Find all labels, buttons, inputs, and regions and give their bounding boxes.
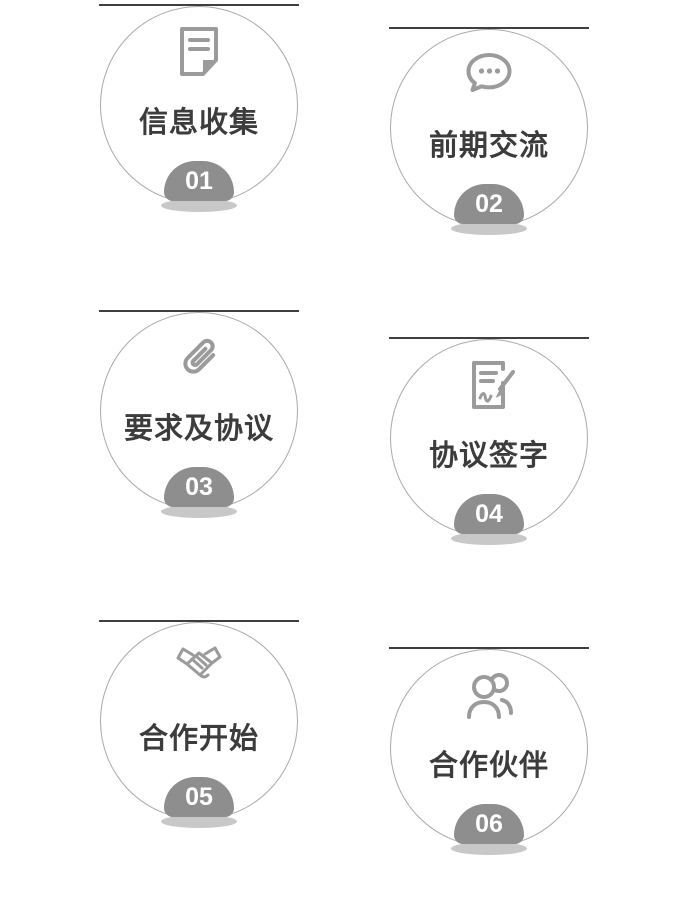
step-number-badge: 04 (454, 494, 524, 534)
badge-shadow (451, 842, 527, 855)
step-02: 前期交流 02 (389, 27, 589, 241)
step-01: 信息收集 01 (99, 4, 299, 218)
step-divider-line (389, 647, 589, 649)
step-number-badge: 01 (164, 161, 234, 201)
step-label: 协议签字 (428, 440, 549, 472)
chat-bubble-icon (457, 43, 521, 107)
step-03: 要求及协议 03 (99, 310, 299, 524)
badge-shadow (451, 532, 527, 545)
badge-shadow (451, 222, 527, 235)
paperclip-icon (167, 326, 231, 390)
step-number-badge: 02 (454, 184, 524, 224)
step-circle: 合作伙伴 06 (390, 649, 588, 855)
handshake-icon (167, 636, 231, 700)
step-divider-line (99, 4, 299, 6)
step-divider-line (99, 620, 299, 622)
step-divider-line (389, 337, 589, 339)
step-divider-line (99, 310, 299, 312)
step-label: 合作开始 (138, 723, 259, 755)
step-05: 合作开始 05 (99, 620, 299, 834)
badge-shadow (161, 815, 237, 828)
step-circle: 要求及协议 03 (100, 312, 298, 518)
step-circle: 协议签字 04 (390, 339, 588, 545)
partners-icon (457, 663, 521, 727)
step-circle: 信息收集 01 (100, 6, 298, 212)
signature-pen-icon (457, 353, 521, 417)
step-label: 要求及协议 (123, 413, 274, 445)
step-label: 合作伙伴 (428, 750, 549, 782)
step-number-badge: 03 (164, 467, 234, 507)
step-number-badge: 05 (164, 777, 234, 817)
step-04: 协议签字 04 (389, 337, 589, 551)
step-06: 合作伙伴 06 (389, 647, 589, 861)
badge-shadow (161, 199, 237, 212)
badge-shadow (161, 505, 237, 518)
step-divider-line (389, 27, 589, 29)
step-label: 前期交流 (428, 130, 549, 162)
step-label: 信息收集 (138, 107, 259, 139)
step-circle: 前期交流 02 (390, 29, 588, 235)
document-icon (167, 20, 231, 84)
step-number-badge: 06 (454, 804, 524, 844)
step-circle: 合作开始 05 (100, 622, 298, 828)
